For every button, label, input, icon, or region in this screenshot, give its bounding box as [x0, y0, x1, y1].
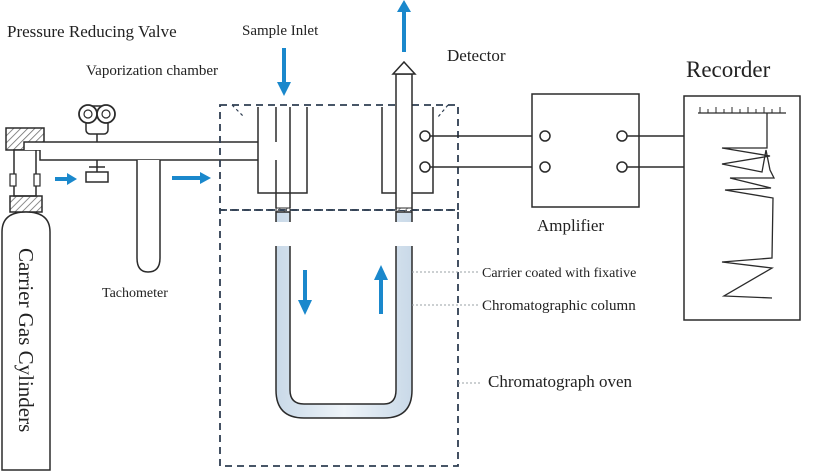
cylinder-collar — [9, 195, 43, 213]
arrow-icon — [397, 0, 411, 52]
recorder-box — [683, 95, 801, 321]
cylinder-neck-tab — [33, 173, 41, 187]
sample-inlet-label: Sample Inlet — [242, 23, 319, 39]
carrier-gas-cylinders-label: Carrier Gas Cylinders — [14, 248, 38, 432]
amplifier-box — [531, 93, 640, 208]
vaporization-chamber-label: Vaporization chamber — [86, 63, 218, 79]
arrow-icon — [55, 173, 77, 185]
cylinder-neck-tab — [9, 173, 17, 187]
cylinder-body — [1, 211, 51, 471]
detector-label: Detector — [447, 46, 506, 65]
gas-pipe — [23, 141, 277, 161]
tachometer-tube — [136, 160, 161, 273]
gauge-icon — [78, 104, 116, 183]
detector-unit — [381, 60, 434, 210]
chromatographic-column-label: Chromatographic column — [482, 298, 636, 314]
arrow-icon — [277, 48, 291, 96]
recorder-label: Recorder — [686, 57, 771, 82]
cylinder-neck — [13, 149, 37, 197]
arrow-icon — [172, 172, 211, 184]
amplifier-label: Amplifier — [537, 216, 604, 235]
chromatograph-oven-label: Chromatograph oven — [488, 372, 632, 391]
detector-terminal — [419, 161, 431, 173]
heated-zone-outline — [219, 104, 459, 211]
arrow-icon — [298, 270, 312, 315]
detector-terminal — [419, 130, 431, 142]
column-break-mask — [270, 222, 420, 246]
vaporization-chamber — [257, 107, 308, 208]
arrow-icon — [374, 265, 388, 314]
chromatograph-oven-outline — [219, 209, 459, 467]
carrier-gas-cylinder: Carrier Gas Cylinders — [1, 127, 51, 471]
pressure-reducing-valve-label: Pressure Reducing Valve — [7, 22, 177, 41]
carrier-coated-label: Carrier coated with fixative — [482, 266, 636, 281]
tachometer-label: Tachometer — [102, 286, 168, 301]
chromatogram-trace — [721, 113, 776, 299]
